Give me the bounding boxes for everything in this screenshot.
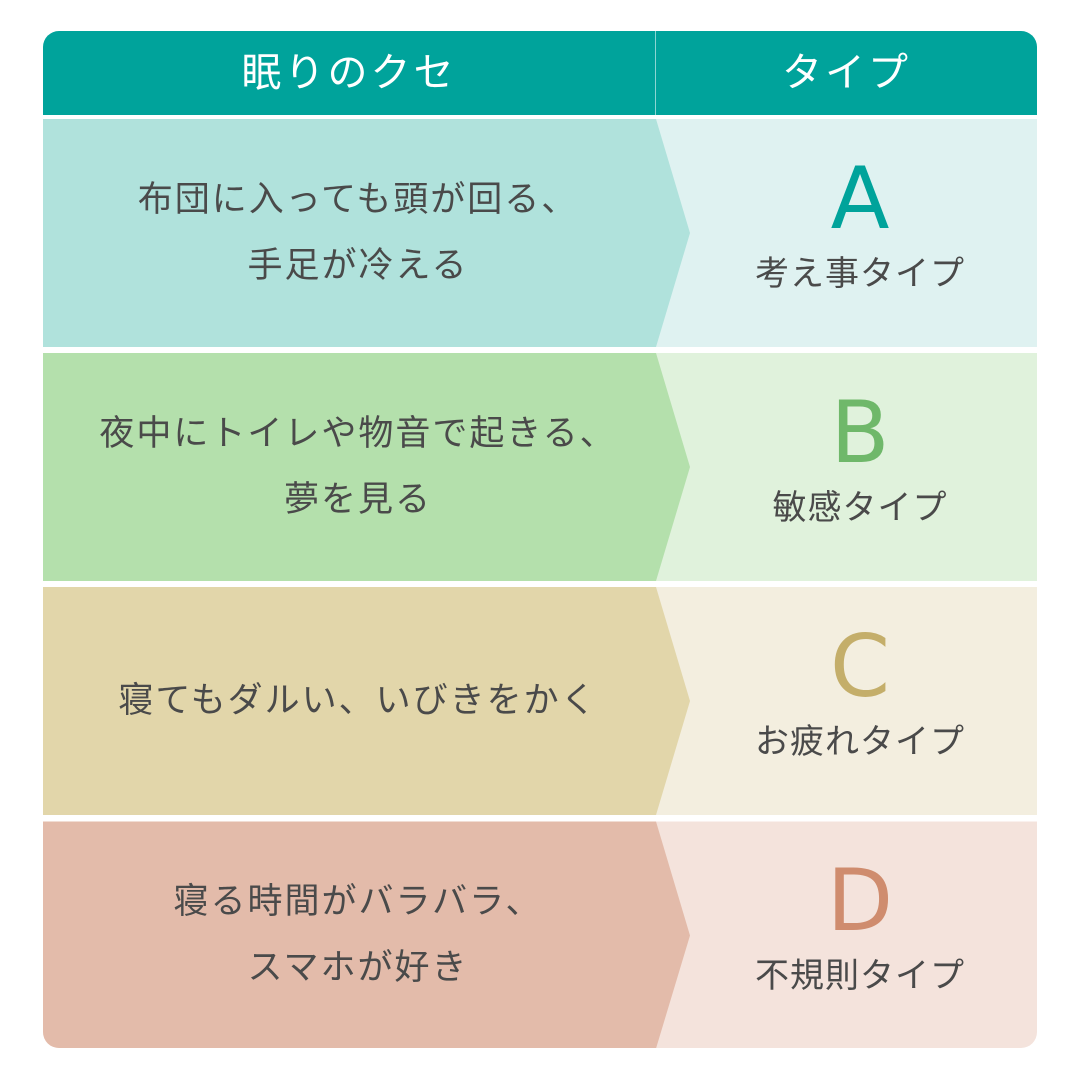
table-row-c: 寝てもダルい、いびきをかく C お疲れタイプ bbox=[43, 587, 1037, 815]
table-row-a: 布団に入っても頭が回る、 手足が冷える A 考え事タイプ bbox=[43, 119, 1037, 347]
type-letter: D bbox=[826, 851, 894, 951]
table-row-d: 寝る時間がバラバラ、 スマホが好き D 不規則タイプ bbox=[43, 821, 1037, 1048]
habit-line: 寝てもダルい、いびきをかく bbox=[118, 681, 598, 721]
row-arrow-shape bbox=[43, 353, 1037, 581]
habit-line: スマホが好き bbox=[247, 948, 469, 988]
type-letter: C bbox=[829, 617, 891, 717]
habit-line: 夜中にトイレや物音で起きる、 bbox=[99, 414, 617, 454]
type-cell: D 不規則タイプ bbox=[683, 821, 1037, 1048]
habit-text: 寝てもダルい、いびきをかく bbox=[43, 587, 673, 815]
habit-line: 寝る時間がバラバラ、 bbox=[173, 882, 543, 922]
type-letter: B bbox=[830, 383, 890, 483]
type-letter: A bbox=[830, 149, 890, 249]
type-cell: C お疲れタイプ bbox=[683, 587, 1037, 815]
type-cell: A 考え事タイプ bbox=[683, 119, 1037, 347]
habit-line: 布団に入っても頭が回る、 bbox=[137, 180, 579, 220]
table-row-b: 夜中にトイレや物音で起きる、 夢を見る B 敏感タイプ bbox=[43, 353, 1037, 581]
type-name: お疲れタイプ bbox=[755, 722, 965, 762]
habit-line: 手足が冷える bbox=[247, 246, 469, 286]
type-cell: B 敏感タイプ bbox=[683, 353, 1037, 581]
header-type-label: タイプ bbox=[782, 50, 911, 96]
habit-text: 寝る時間がバラバラ、 スマホが好き bbox=[43, 821, 673, 1048]
row-arrow-shape bbox=[43, 119, 1037, 347]
row-arrow-shape bbox=[43, 587, 1037, 815]
type-name: 不規則タイプ bbox=[755, 956, 965, 996]
header-habit-label: 眠りのクセ bbox=[241, 50, 457, 96]
sleep-type-table: 眠りのクセ タイプ 布団に入っても頭が回る、 手足が冷える A 考え事タイプ 夜… bbox=[43, 31, 1037, 1048]
habit-text: 夜中にトイレや物音で起きる、 夢を見る bbox=[43, 353, 673, 581]
header-divider bbox=[655, 31, 656, 115]
habit-line: 夢を見る bbox=[283, 480, 432, 520]
row-arrow-shape bbox=[43, 821, 1037, 1048]
type-name: 考え事タイプ bbox=[755, 254, 965, 294]
habit-text: 布団に入っても頭が回る、 手足が冷える bbox=[43, 119, 673, 347]
table-header: 眠りのクセ タイプ bbox=[43, 31, 1037, 115]
type-name: 敏感タイプ bbox=[772, 488, 948, 528]
